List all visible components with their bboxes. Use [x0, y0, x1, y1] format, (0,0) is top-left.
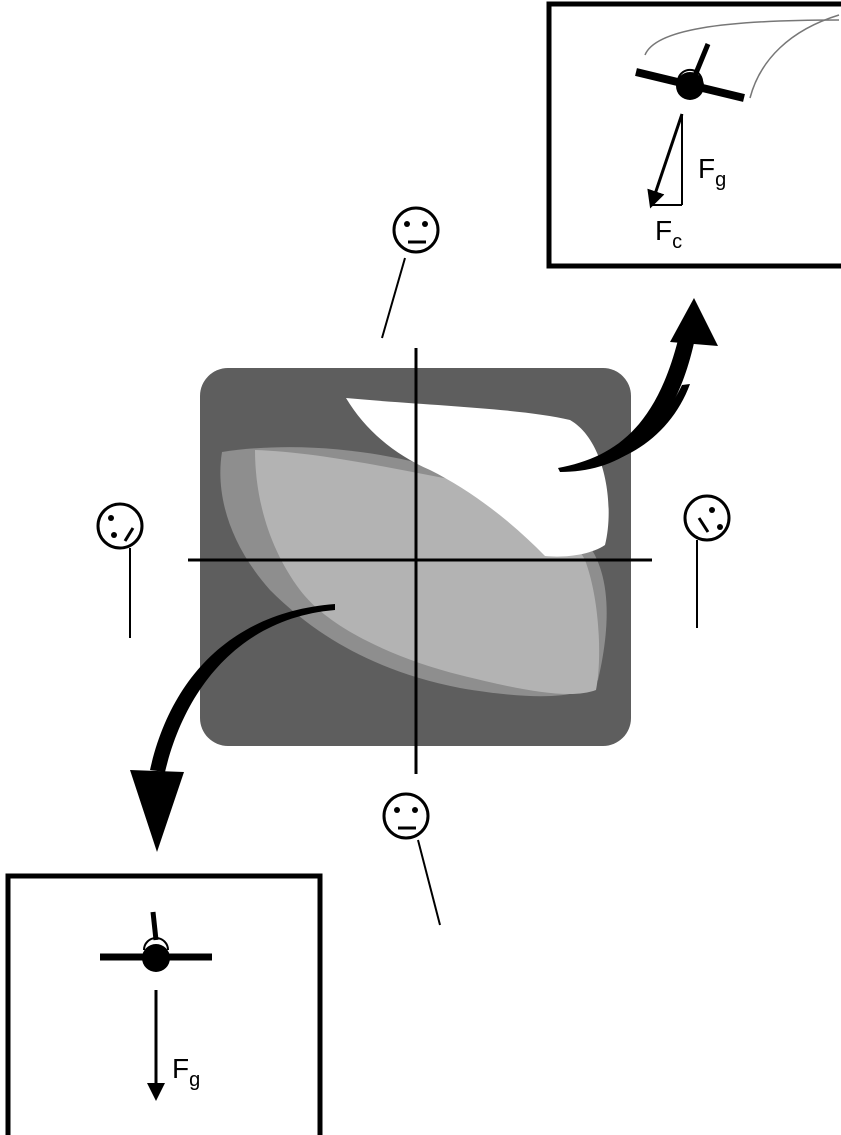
inset-frame: [546, 1, 841, 269]
banked-aircraft-icon: [635, 43, 745, 102]
neutral-face-icon: [382, 792, 441, 926]
inset-frame: [5, 873, 323, 1135]
inset-top-right: Fg Fc: [546, 1, 841, 269]
curved-arrow-down-left: [130, 604, 335, 852]
face-stick: [381, 257, 406, 339]
curved-arrow-up-right: [558, 298, 718, 472]
top-region: [346, 398, 609, 557]
neutral-face-icon: [381, 206, 440, 339]
force-gravity-label: Fg: [172, 1053, 200, 1091]
level-aircraft-icon: [100, 911, 212, 972]
face-stick: [417, 839, 441, 926]
trajectory-line: [749, 14, 840, 99]
tilted-face-icon: [683, 494, 731, 628]
force-gravity-label: Fg: [698, 153, 726, 191]
force-centripetal-label: Fc: [655, 215, 682, 253]
trajectory-line: [644, 19, 840, 56]
force-arrow: [647, 113, 684, 209]
central-panel: [200, 368, 631, 746]
tilted-face-icon: [96, 502, 144, 638]
inset-bottom-left: Fg: [5, 873, 323, 1135]
